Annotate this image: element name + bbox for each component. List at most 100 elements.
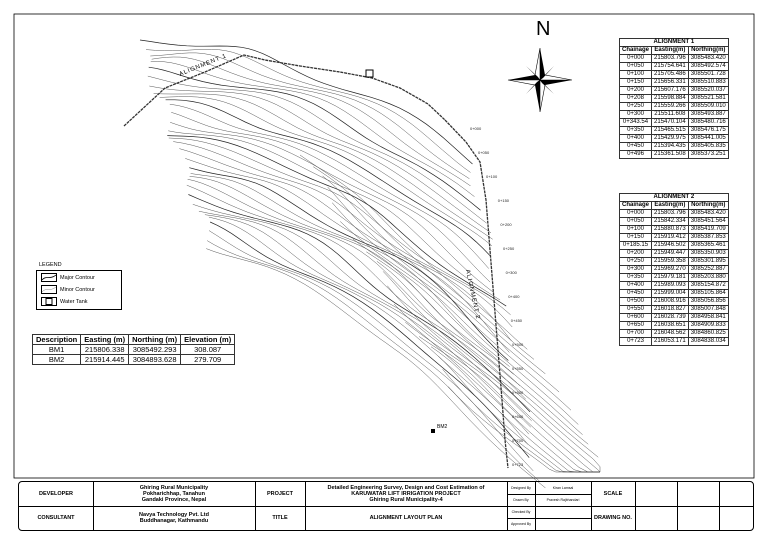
legend-item: Minor Contour bbox=[41, 285, 95, 294]
alignment-2-cell: 215803.796 bbox=[651, 209, 689, 218]
alignment-2-cell: 3084860.825 bbox=[687, 329, 729, 338]
alignment-2-cell: 3085365.461 bbox=[687, 241, 729, 250]
alignment-2-cell: 0+650 bbox=[618, 321, 653, 330]
contour-line bbox=[332, 202, 572, 411]
contour-line bbox=[150, 52, 470, 179]
consultant-label: CONSULTANT bbox=[37, 514, 75, 521]
scale-label: SCALE bbox=[603, 490, 623, 497]
contour-line bbox=[187, 178, 520, 386]
divider bbox=[677, 482, 678, 530]
legend-box: Major Contour Minor Contour Water Tank bbox=[36, 270, 122, 310]
contour-line bbox=[192, 204, 532, 422]
contour-line bbox=[208, 230, 534, 472]
alignment-2-cell: 0+250 bbox=[618, 257, 653, 266]
alignment-2-cell: 3085419.709 bbox=[687, 225, 729, 234]
contour-line bbox=[340, 221, 579, 425]
alignment-2-cell: 215999.004 bbox=[651, 289, 689, 298]
alignment-1-cell: 215705.486 bbox=[651, 70, 689, 79]
alignment-1-cell: 3085483.420 bbox=[687, 54, 729, 63]
drawing-border bbox=[13, 13, 755, 479]
alignment-2-cell: 3085252.887 bbox=[687, 265, 729, 274]
contour-line bbox=[167, 135, 507, 307]
alignment-1-cell: 215754.641 bbox=[651, 62, 689, 71]
alignment-1-cell: 3085480.716 bbox=[687, 118, 729, 127]
divider bbox=[305, 482, 306, 530]
alignment-1-cell: 3085509.010 bbox=[687, 102, 729, 111]
contour-line bbox=[186, 184, 526, 400]
alignment-2-cell: 215949.447 bbox=[651, 249, 689, 258]
benchmark-header: Northing (m) bbox=[128, 334, 182, 345]
benchmark-cell: 308.087 bbox=[180, 344, 236, 355]
alignment-2-cell: 0+150 bbox=[618, 233, 653, 242]
alignment-2-cell: 3085203.880 bbox=[687, 273, 729, 282]
alignment-2-cell: 3085301.895 bbox=[687, 257, 729, 266]
consultant-line: Navya Technology Pvt. Ltd bbox=[139, 511, 209, 518]
contour-line bbox=[448, 386, 600, 473]
alignment-1-cell: 0+300 bbox=[618, 110, 653, 119]
alignment-1-cell: 3085520.037 bbox=[687, 86, 729, 95]
chainage-label: 0+100 bbox=[486, 174, 498, 179]
alignment-1-cell: 215598.884 bbox=[651, 94, 689, 103]
alignment-2-cell: 3085105.864 bbox=[687, 289, 729, 298]
approved-by-label: Approved By bbox=[510, 521, 532, 526]
benchmark-cell: BM1 bbox=[31, 344, 82, 355]
legend-title: LEGEND bbox=[39, 262, 62, 268]
chainage-label: 0+200 bbox=[500, 222, 512, 227]
alignment-2-cell: 215919.412 bbox=[651, 233, 689, 242]
legend-item: Water Tank bbox=[41, 297, 88, 306]
chainage-label: 0+450 bbox=[511, 318, 523, 323]
contour-line bbox=[165, 99, 491, 256]
contour-line bbox=[179, 148, 512, 341]
alignment-2-header: Easting(m) bbox=[651, 201, 689, 210]
legend-item-label: Minor Contour bbox=[60, 286, 95, 293]
divider bbox=[507, 482, 508, 530]
alignment-2-cell: 215946.502 bbox=[651, 241, 689, 250]
alignment-1-cell: 0+400 bbox=[618, 134, 653, 143]
alignment-2-cell: 0+350 bbox=[618, 273, 653, 282]
alignment-2-header: Northing(m) bbox=[687, 201, 729, 210]
chainage-labels: 0+0000+0500+1000+1500+2000+2500+3000+400… bbox=[470, 126, 524, 467]
chainage-label: 0+250 bbox=[503, 246, 515, 251]
chainage-label: 0+550 bbox=[512, 366, 524, 371]
legend-item-label: Major Contour bbox=[60, 274, 95, 281]
legend-item: Major Contour bbox=[41, 273, 95, 282]
alignment-2-cell: 216018.827 bbox=[651, 305, 689, 314]
designed-by-value: Kiran Lamsal bbox=[552, 485, 574, 490]
contour-line bbox=[366, 251, 589, 445]
contour-line bbox=[168, 130, 501, 301]
alignment-2-line bbox=[444, 119, 509, 469]
chainage-label: 0+723 bbox=[512, 462, 524, 467]
divider bbox=[719, 482, 720, 530]
alignment-2-cell: 3084838.034 bbox=[687, 337, 729, 346]
alignment-1-cell: 3085510.883 bbox=[687, 78, 729, 87]
contour-line bbox=[153, 93, 493, 240]
alignment-2-cell: 0+723 bbox=[618, 337, 653, 346]
alignment-1-cell: 0+250 bbox=[618, 102, 653, 111]
water-tank-marker bbox=[365, 69, 374, 78]
alignment-2-cell: 0+300 bbox=[618, 265, 653, 274]
contour-line bbox=[387, 285, 601, 473]
drawing-title: ALIGNMENT LAYOUT PLAN bbox=[369, 514, 443, 521]
contour-line bbox=[204, 214, 529, 435]
chainage-label: 0+150 bbox=[498, 198, 510, 203]
legend-item-label: Water Tank bbox=[60, 298, 88, 305]
alignment-2-cell: 216008.916 bbox=[651, 297, 689, 306]
alignment-1-cell: 3085405.835 bbox=[687, 142, 729, 151]
alignment-1-cell: 215361.508 bbox=[651, 150, 689, 159]
benchmark-cell: 3084893.628 bbox=[128, 354, 182, 365]
alignment-1-cell: 215607.176 bbox=[651, 86, 689, 95]
project-line: Ghiring Rural Municipality-4 bbox=[369, 497, 443, 504]
major-contour-icon bbox=[41, 273, 57, 282]
contour-line bbox=[185, 158, 510, 353]
project-line: KARUWATAR LIFT IRRIGATION PROJECT bbox=[351, 490, 461, 497]
